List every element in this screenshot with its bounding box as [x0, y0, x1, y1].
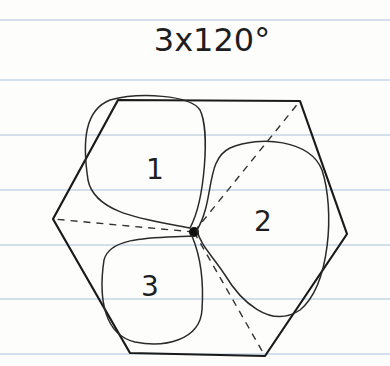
ruled-line [0, 298, 390, 299]
region-number: 2 [254, 208, 272, 236]
hexagon-outline [53, 100, 347, 356]
ruled-line [0, 79, 390, 80]
spoke [194, 232, 265, 356]
ruled-line [0, 19, 390, 20]
spoke [194, 101, 300, 232]
petal-region: 3 [95, 228, 207, 350]
ruled-line [0, 134, 390, 135]
dashed-spokes [53, 101, 300, 356]
petal-path [197, 141, 329, 316]
region-number: 3 [141, 273, 159, 301]
region-number: 1 [146, 156, 164, 184]
petal-region: 1 [80, 88, 210, 233]
petal-outline [80, 88, 210, 233]
petal-path [85, 96, 205, 228]
petal-region: 2 [192, 132, 337, 317]
title: 3x120° [154, 24, 270, 56]
petal-path [102, 236, 202, 344]
